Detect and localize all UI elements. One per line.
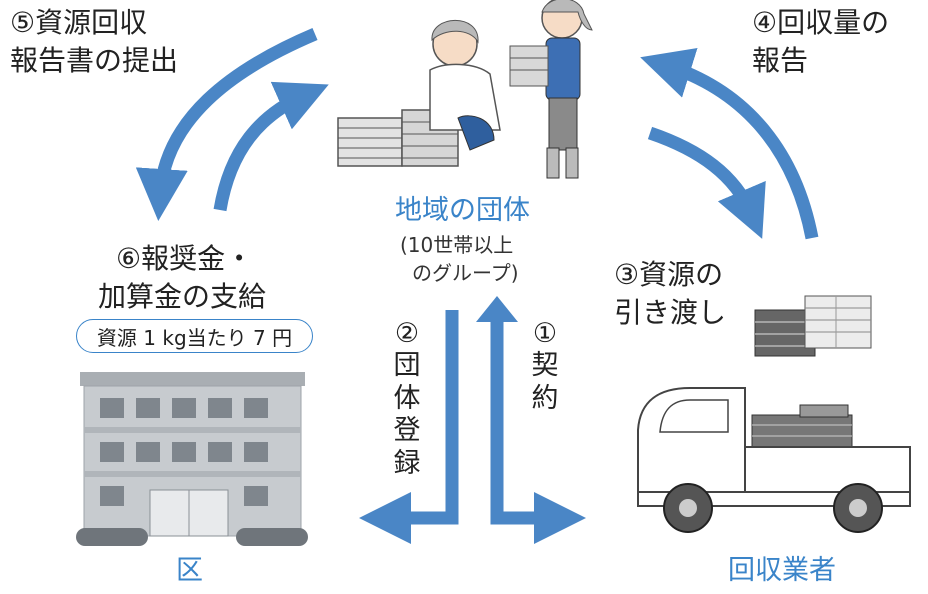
step6-label-line1: ⑥報奨金・ <box>116 242 254 275</box>
center-entity-sub2: のグループ) <box>412 261 519 285</box>
arrow-step4-report <box>640 47 819 240</box>
arrow-step3-handover <box>647 126 766 239</box>
arrow-up-shaft <box>490 318 504 322</box>
arrow-up-head <box>476 296 518 322</box>
step2-char: 団 <box>393 350 421 382</box>
step2-label: ② 団 体 登 録 <box>392 318 422 480</box>
arrow-step5-report <box>135 28 318 221</box>
building-icon <box>76 372 308 546</box>
step5-label-line2: 報告書の提出 <box>10 44 179 77</box>
rate-badge: 資源 1 kg当たり 7 円 <box>76 319 313 353</box>
step2-char: 体 <box>393 382 421 414</box>
step1-label: ① 契 約 <box>530 318 560 415</box>
step1-char: 約 <box>531 382 559 414</box>
step3-label-line2: 引き渡し <box>614 296 727 329</box>
step2-number: ② <box>394 318 420 349</box>
step2-char: 登 <box>393 415 421 447</box>
arrow-step2-registration <box>359 310 459 544</box>
arrow-step6-payment <box>213 81 329 212</box>
newspaper-bundle-icon <box>754 295 872 357</box>
truck-icon <box>637 387 911 533</box>
arrow-step1-contract <box>490 310 586 544</box>
center-entity-sub1: (10世帯以上 <box>400 233 514 257</box>
ward-label: 区 <box>176 555 203 586</box>
step6-label-line2: 加算金の支給 <box>98 280 267 313</box>
step4-label-line1: ④回収量の <box>752 6 890 39</box>
center-entity-title: 地域の団体 <box>395 195 530 226</box>
step1-number: ① <box>532 318 558 349</box>
step4-label-line2: 報告 <box>752 44 809 77</box>
step1-char: 契 <box>531 350 559 382</box>
collector-label: 回収業者 <box>728 555 836 586</box>
step2-char: 録 <box>393 447 421 479</box>
step3-label-line1: ③資源の <box>614 258 724 291</box>
people-icon <box>337 0 593 179</box>
step5-label-line1: ⑤資源回収 <box>10 6 148 39</box>
